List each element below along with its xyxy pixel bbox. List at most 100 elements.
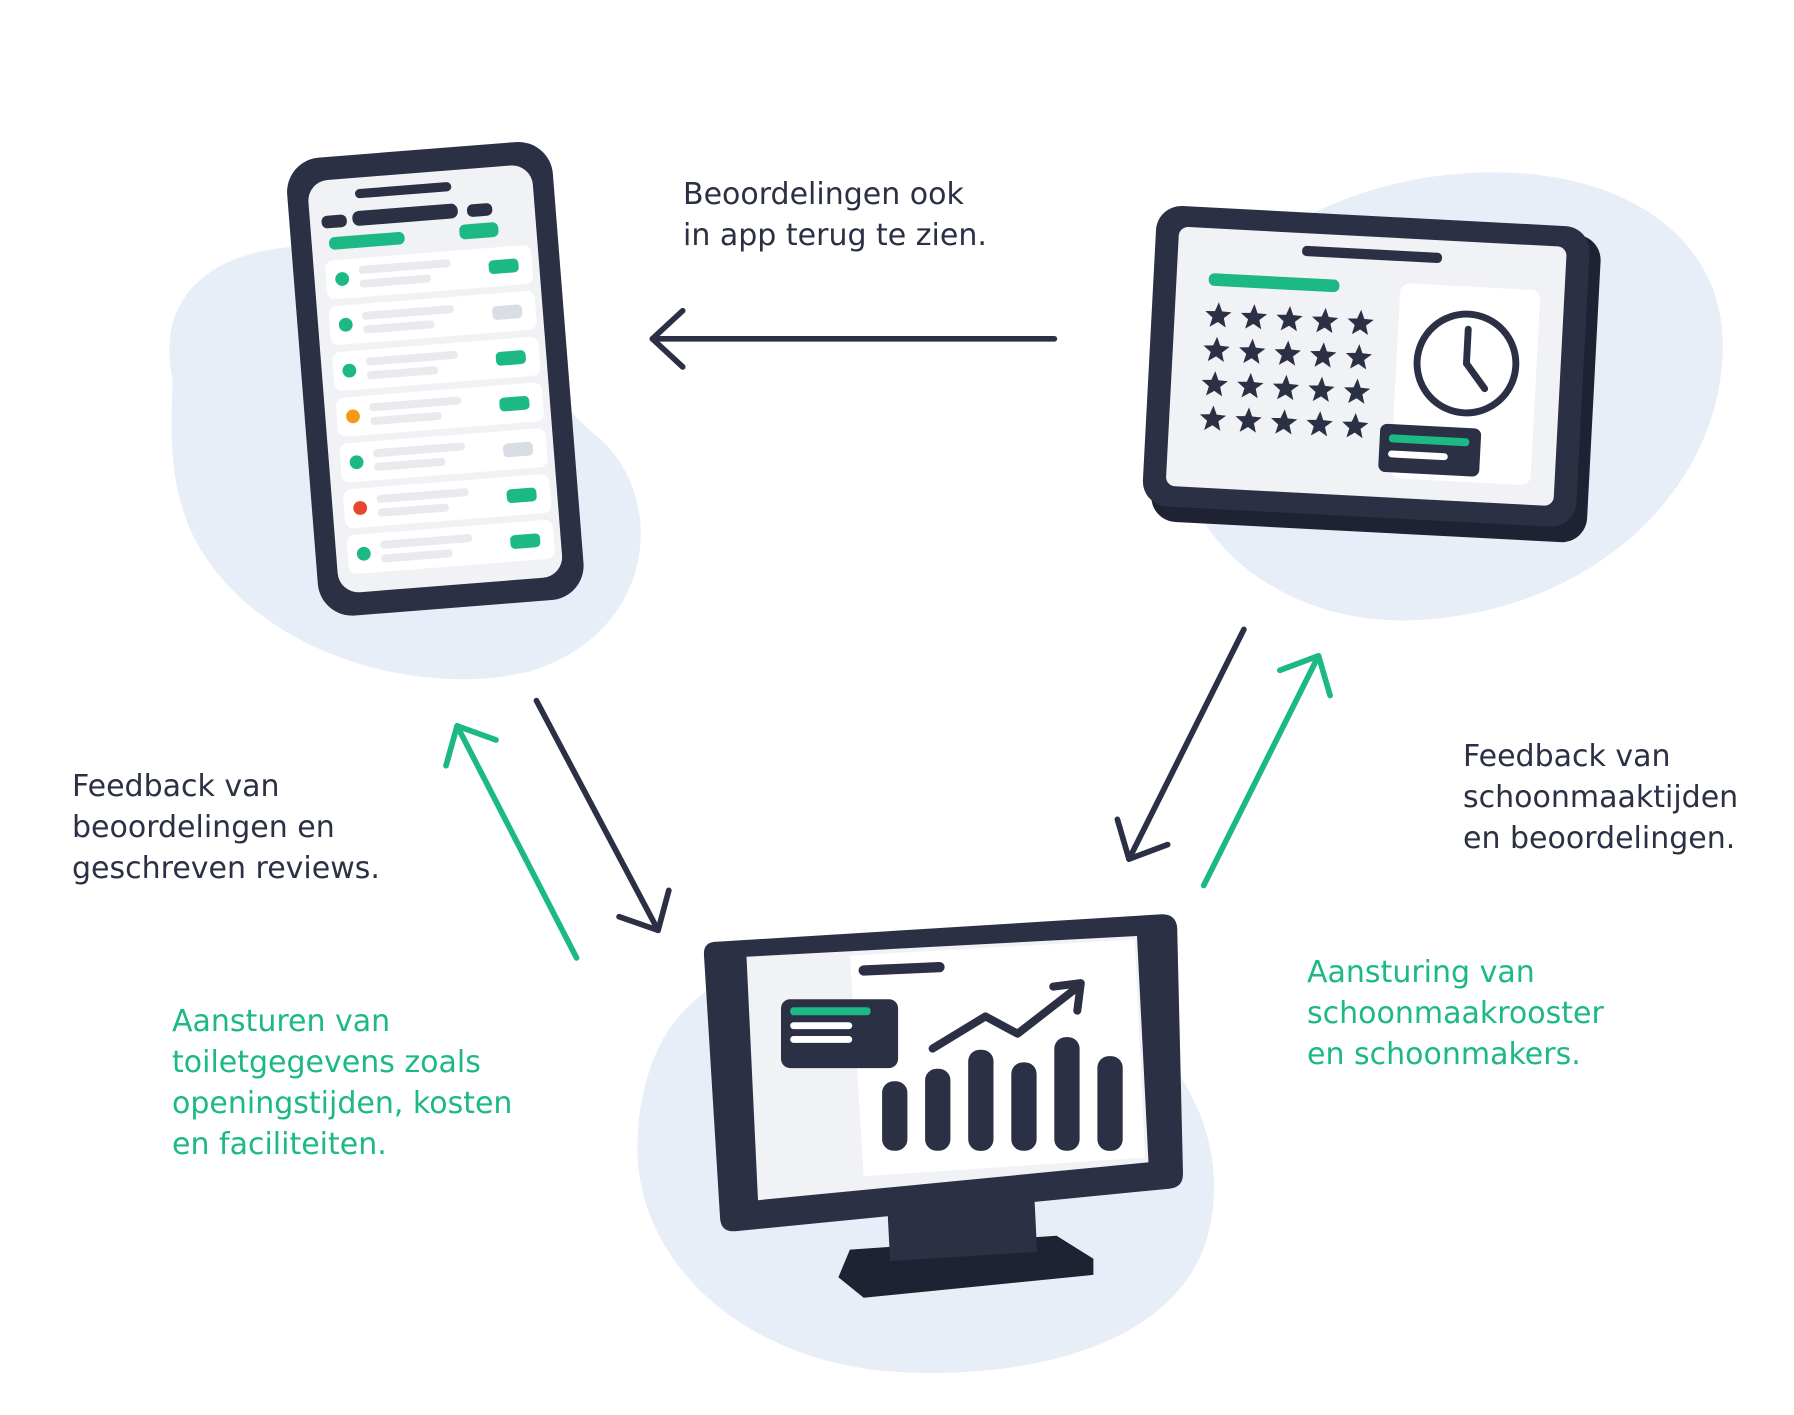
tablet-icon [1142, 205, 1601, 543]
list-text-line [369, 396, 462, 412]
list-badge [502, 441, 534, 458]
arrow-tablet-to-phone [649, 307, 1058, 370]
star-icon [1308, 376, 1335, 402]
arrow-head [616, 887, 672, 934]
phone-list-row [346, 519, 555, 574]
star-icon [1272, 374, 1300, 401]
label-line: Feedback van [72, 769, 280, 804]
label-feedback-cleaning-times: Feedback van schoonmaaktijden en beoorde… [1463, 736, 1738, 859]
arrow-shaft [533, 697, 661, 934]
phone-menu-icon [466, 203, 493, 217]
label-line: Beoordelingen ook [683, 177, 964, 212]
list-text-line [374, 457, 446, 471]
trend-arrow-icon [928, 986, 1078, 1053]
list-status-dot [335, 272, 350, 286]
list-badge [506, 487, 537, 504]
list-text-line [373, 442, 465, 458]
star-icon [1342, 412, 1369, 439]
info-card-line [790, 1022, 853, 1030]
phone-list-row [336, 382, 544, 437]
flow-arrows [443, 307, 1333, 961]
star-icon [1205, 302, 1232, 328]
arrow-head [649, 307, 686, 370]
arrow-shaft [1126, 626, 1247, 862]
info-card-line [1388, 450, 1448, 461]
arrow-shaft [454, 723, 580, 961]
phone-list-row [328, 290, 537, 345]
label-line: schoonmaaktijden [1463, 780, 1739, 815]
list-badge [488, 258, 519, 275]
arrow-shaft [1200, 652, 1322, 889]
monitor-title-bar [858, 961, 945, 976]
label-line: beoordelingen en [72, 810, 335, 845]
chart-bar [1097, 1056, 1123, 1151]
phone-body [287, 141, 584, 616]
label-toilet-data-control: Aansturen van toiletgegevens zoals openi… [172, 1001, 512, 1165]
list-status-dot [346, 409, 360, 424]
phone-heading-badge [459, 222, 499, 240]
label-line: en faciliteiten. [172, 1127, 387, 1162]
trend-arrow-head [1049, 979, 1085, 1015]
tablet-body [1142, 205, 1601, 543]
phone-back-icon [321, 214, 347, 229]
list-status-dot [349, 455, 364, 470]
list-badge [510, 533, 541, 549]
label-line: Feedback van [1463, 739, 1671, 774]
phone-list-row [343, 474, 552, 529]
label-line: schoonmaakrooster [1307, 996, 1604, 1031]
phone-status-bar [355, 182, 452, 199]
phone-title-bar [352, 203, 458, 226]
chart-bar [968, 1049, 994, 1151]
star-icon [1276, 305, 1303, 332]
arrow-phone-to-monitor [533, 697, 672, 934]
arrow-head [1276, 652, 1333, 699]
list-text-line [362, 305, 455, 320]
smartphone-icon [287, 141, 584, 616]
label-schedule-control: Aansturing van schoonmaakrooster en scho… [1307, 952, 1604, 1075]
star-icon [1201, 371, 1228, 397]
arrow-head [1114, 816, 1171, 862]
list-badge [495, 350, 526, 366]
label-line: geschreven reviews. [72, 851, 380, 886]
desktop-monitor-icon [703, 914, 1183, 1298]
list-status-dot [353, 501, 368, 515]
star-icon [1271, 409, 1298, 435]
chart-bar [1011, 1062, 1037, 1151]
phone-list-row [325, 245, 534, 300]
clock-hand-minute [1462, 360, 1489, 393]
star-icon [1237, 372, 1264, 399]
monitor-body [703, 914, 1183, 1298]
list-status-dot [338, 317, 353, 332]
label-line: en beoordelingen. [1463, 821, 1736, 856]
star-icon [1311, 307, 1339, 334]
clock-hand-hour [1462, 325, 1472, 367]
info-card-line [790, 1036, 853, 1043]
label-line: Aansturen van [172, 1004, 391, 1039]
chart-bar [925, 1068, 951, 1151]
star-icon [1274, 340, 1301, 366]
list-badge [499, 395, 530, 412]
list-text-line [370, 412, 442, 426]
list-status-dot [342, 363, 357, 378]
label-feedback-reviews: Feedback van beoordelingen en geschreven… [72, 766, 380, 889]
arrow-tablet-to-monitor [1114, 626, 1247, 862]
list-badge [492, 304, 523, 320]
info-card-line [1388, 434, 1470, 447]
list-text-line [377, 503, 449, 517]
list-text-line [381, 549, 453, 563]
info-card-line [790, 1007, 871, 1016]
label-line: Aansturing van [1307, 955, 1535, 990]
list-text-line [358, 259, 451, 274]
list-text-line [359, 274, 431, 288]
tablet-status-bar [1302, 245, 1443, 264]
bar-chart-icon [882, 1037, 1123, 1151]
chart-bar [882, 1081, 908, 1151]
monitor-info-card [781, 999, 899, 1069]
star-icon [1235, 407, 1262, 433]
label-line: in app terug te zien. [683, 218, 987, 253]
phone-heading-bar [329, 231, 405, 250]
arrow-head [443, 723, 499, 769]
star-icon [1347, 309, 1374, 336]
arrow-monitor-to-tablet [1200, 652, 1333, 889]
label-line: openingstijden, kosten [172, 1086, 513, 1121]
